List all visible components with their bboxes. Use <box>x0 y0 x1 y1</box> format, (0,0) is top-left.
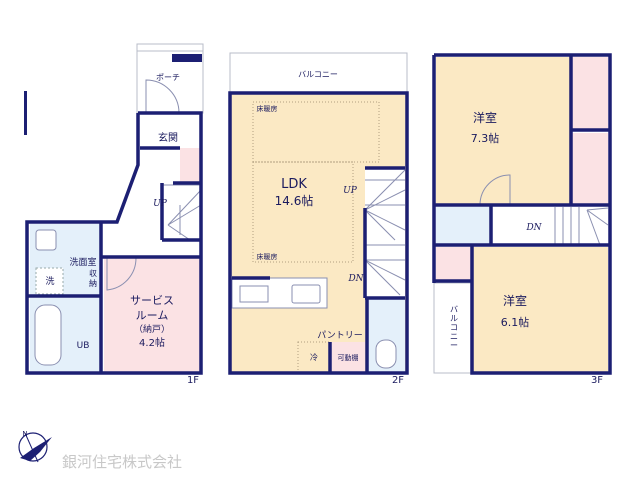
stairs-2f <box>365 168 405 298</box>
balcony-3f-char-3: コ <box>450 323 458 332</box>
washroom-label: 洗面室 <box>69 256 96 268</box>
floor-2: バルコニー 床暖房 床暖房 LDK 14.6帖 UP DN 冷 パントリー 可動… <box>228 52 409 386</box>
closet-3 <box>436 247 471 281</box>
ldk-size: 14.6帖 <box>275 193 314 208</box>
bathtub-icon <box>34 304 62 366</box>
bedroom-2-name: 洋室 <box>503 293 527 308</box>
kitchen-sink-icon <box>291 284 321 304</box>
ldk-name: LDK <box>281 177 307 192</box>
service-room-door <box>106 257 137 291</box>
floor-1-label: 1F <box>187 375 199 386</box>
floor-heating-label-1: 床暖房 <box>257 104 278 113</box>
floor-3-label: 3F <box>591 375 603 386</box>
service-room <box>104 257 201 373</box>
bedroom-1 <box>436 57 571 205</box>
stair-landing-1f <box>180 148 201 184</box>
closet-1 <box>572 57 608 130</box>
porch-post <box>172 54 202 62</box>
pantry <box>331 342 365 372</box>
wall-fragment <box>24 91 27 135</box>
stairs-1f <box>163 184 202 241</box>
stairs-down-label-3f: DN <box>525 223 542 233</box>
service-room-name-2: ルーム <box>136 309 169 322</box>
floor-2-label: 2F <box>392 375 404 386</box>
compass-north-label: N <box>22 430 27 438</box>
service-room-note: （納戸） <box>134 323 170 335</box>
stairs-3f-lines <box>554 207 609 246</box>
walls-2f <box>228 91 409 375</box>
bedroom-1-door <box>479 174 511 206</box>
washer-label: 洗 <box>45 275 54 287</box>
balcony-3f-char-4: ニ <box>450 332 458 341</box>
bedroom-1-size: 7.3帖 <box>471 132 500 145</box>
balcony-3f-char-5: ー <box>450 341 458 350</box>
compass-icon: N <box>18 430 52 463</box>
stairs-down-label-2f: DN <box>347 274 364 284</box>
floor-heating-label-2: 床暖房 <box>257 252 278 261</box>
floor-1: ポーチ 玄関 UP 洗面室 洗 収 納 UB サービス ルーム （納戸） 4.2… <box>24 43 204 386</box>
bedroom-2 <box>473 247 608 373</box>
floor-heating-area-2 <box>252 161 354 263</box>
stairs-up-label: UP <box>153 199 168 209</box>
sink-icon <box>35 229 57 251</box>
toilet-3f <box>436 207 491 245</box>
toilet-icon <box>375 339 397 369</box>
company-name: 銀河住宅株式会社 <box>62 453 182 471</box>
walls-3f <box>432 53 612 375</box>
shelf-label: 可動棚 <box>338 353 359 362</box>
storage-label-1: 収 <box>89 268 97 278</box>
balcony-3f <box>433 282 473 374</box>
entrance-label: 玄関 <box>158 131 178 144</box>
balcony-3f-char-2: ル <box>450 314 458 323</box>
bedroom-2-size: 6.1帖 <box>501 316 530 329</box>
porch-label: ポーチ <box>156 73 180 82</box>
balcony-2f-label: バルコニー <box>298 70 338 79</box>
storage-label-2: 納 <box>89 278 97 288</box>
floor-3: 洋室 7.3帖 洋室 6.1帖 DN バ ル コ ニ ー 3F <box>432 53 612 386</box>
washer-space <box>35 267 64 295</box>
porch-door <box>145 79 180 114</box>
service-room-size: 4.2帖 <box>139 336 165 349</box>
balcony-3f-char-1: バ <box>450 305 458 314</box>
stove-icon <box>239 285 269 303</box>
bath-label: UB <box>77 341 90 351</box>
bedroom-1-name: 洋室 <box>473 110 497 125</box>
pantry-label: パントリー <box>317 330 362 341</box>
walls-1f <box>25 111 203 375</box>
fridge-label: 冷 <box>310 352 318 362</box>
closet-2 <box>572 133 608 205</box>
hall-3f <box>493 207 608 245</box>
stairs-2f-lines <box>364 169 406 296</box>
stairs-up-label-2f: UP <box>343 186 358 196</box>
service-room-name-1: サービス <box>130 294 174 307</box>
